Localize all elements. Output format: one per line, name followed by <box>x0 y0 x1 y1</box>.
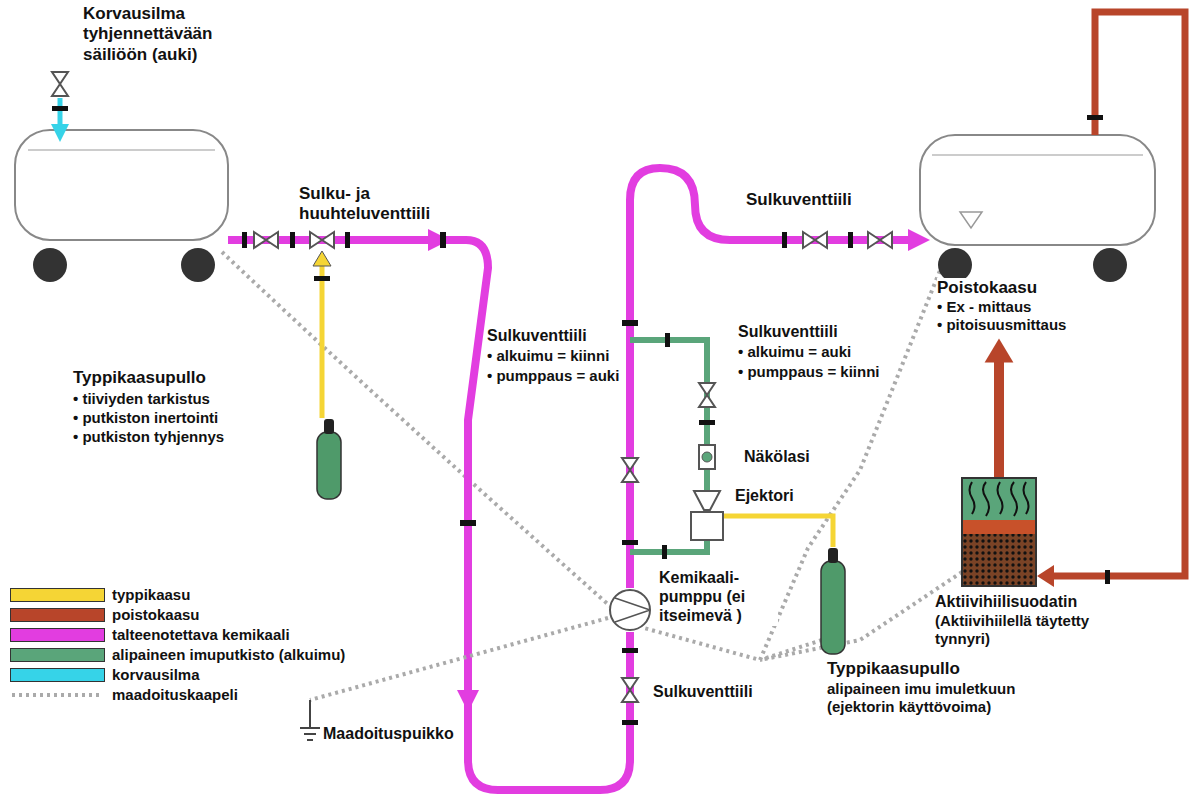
nitrogen-line <box>724 516 833 547</box>
chemical-pipe <box>228 168 916 790</box>
legend-text: talteenotettava kemikaali <box>112 626 290 644</box>
node-text: • Ex - mittaus <box>937 298 1066 316</box>
valve-label: Sulkuventtiili <box>486 326 588 345</box>
node-text: (Aktiivihiilellä täytetty tynnyri) <box>934 612 1141 648</box>
legend-text: alipaineen imuputkisto (alkuimu) <box>112 646 345 664</box>
arrow-head <box>985 338 1014 362</box>
chemical-pump-symbol <box>608 588 652 632</box>
node-text: Näkölasi <box>743 447 811 466</box>
legend-swatch <box>10 628 105 642</box>
connector-line <box>310 618 608 700</box>
node-text: Aktiivihiilisuodatin <box>934 592 1078 611</box>
exhaust-gas-note: Poistokaasu• Ex - mittaus• pitoisuusmitt… <box>937 278 1066 334</box>
ground-cable <box>310 618 608 700</box>
legend-row: talteenotettava kemikaali <box>10 626 390 644</box>
sight-glass-symbol <box>697 444 717 470</box>
ground-cable <box>222 252 962 660</box>
nitrogen-bottle-symbol <box>316 418 342 500</box>
connector-line <box>994 358 1004 478</box>
exhaust-arrow <box>985 338 1014 478</box>
legend-text: maadoituskaapeli <box>112 686 238 704</box>
chemical-arrows <box>428 229 930 712</box>
ground-rod: Maadoituspuikko <box>300 700 320 750</box>
carbon-filter: Aktiivihiilisuodatin(Aktiivihiilellä täy… <box>962 478 1036 586</box>
valves <box>254 232 892 702</box>
legend-swatch <box>10 668 105 682</box>
node-text: • putkiston tyhjennys <box>72 428 225 446</box>
ground-rod-symbol <box>300 700 320 750</box>
valve-label: • alkuimu = auki <box>737 343 852 361</box>
legend-row: korvausilma <box>10 666 390 684</box>
valve-label: Sulkuventtiili <box>652 682 754 701</box>
node-text: Maadoituspuikko <box>322 724 455 743</box>
vacuum-line <box>707 470 708 490</box>
connector-line <box>704 470 710 490</box>
valve-label: • pumppaus = kiinni <box>737 363 881 381</box>
legend-text: korvausilma <box>112 666 200 684</box>
valve-label: • alkuimu = kiinni <box>486 347 610 365</box>
ejector: Ejektori <box>690 490 724 542</box>
replacement-air-pipe <box>51 72 69 142</box>
nitrogen-pipe <box>313 251 331 418</box>
legend-row: typpikaasu <box>10 586 390 604</box>
node-text: Ejektori <box>734 486 795 505</box>
valve-label: Korvausilma tyhjennettävään säiliöön (au… <box>82 4 254 65</box>
valve-label: • pumppaus = auki <box>486 367 620 385</box>
nitrogen-bottle: Typpikaasupullo• tiiviyden tarkistus• pu… <box>316 418 342 500</box>
tank-right <box>920 135 1155 282</box>
legend-line-sample <box>10 686 105 704</box>
node-text: • putkiston inertointi <box>72 409 219 427</box>
chemical-pump: Kemikaali- pumppu (ei itseimevä ) <box>608 588 652 632</box>
node-text: • tiiviyden tarkistus <box>72 390 211 408</box>
legend-swatch <box>10 588 105 602</box>
legend-swatch <box>10 608 105 622</box>
node-text: alipaineen imu imuletkuun (ejektorin käy… <box>826 680 1068 716</box>
node-text: Typpikaasupullo <box>826 659 961 679</box>
sight-glass: Näkölasi <box>697 444 717 470</box>
legend-text: poistokaasu <box>112 606 200 624</box>
legend-row: alipaineen imuputkisto (alkuimu) <box>10 646 390 664</box>
node-text: • pitoisuusmittaus <box>937 316 1066 334</box>
nitrogen-bottle: Typpikaasupulloalipaineen imu imuletkuun… <box>820 547 846 655</box>
connector-line <box>724 516 833 547</box>
ejector-symbol <box>690 490 724 542</box>
nitrogen-bottle-symbol <box>820 547 846 655</box>
legend-row: poistokaasu <box>10 606 390 624</box>
valve-label: Sulkuventtiili <box>745 190 853 210</box>
legend-row: maadoituskaapeli <box>10 686 390 704</box>
valve-label: Sulkuventtiili <box>737 322 839 341</box>
legend-text: typpikaasu <box>112 586 190 604</box>
legend-swatch <box>10 648 105 662</box>
valve-label: Sulku- ja huuhteluventtiili <box>298 184 450 225</box>
tank-left <box>15 130 228 282</box>
node-text: Typpikaasupullo <box>72 368 207 388</box>
node-text: Kemikaali- pumppu (ei itseimevä ) <box>658 568 778 626</box>
carbon-filter-symbol <box>962 478 1036 586</box>
node-text: Poistokaasu <box>937 278 1066 298</box>
